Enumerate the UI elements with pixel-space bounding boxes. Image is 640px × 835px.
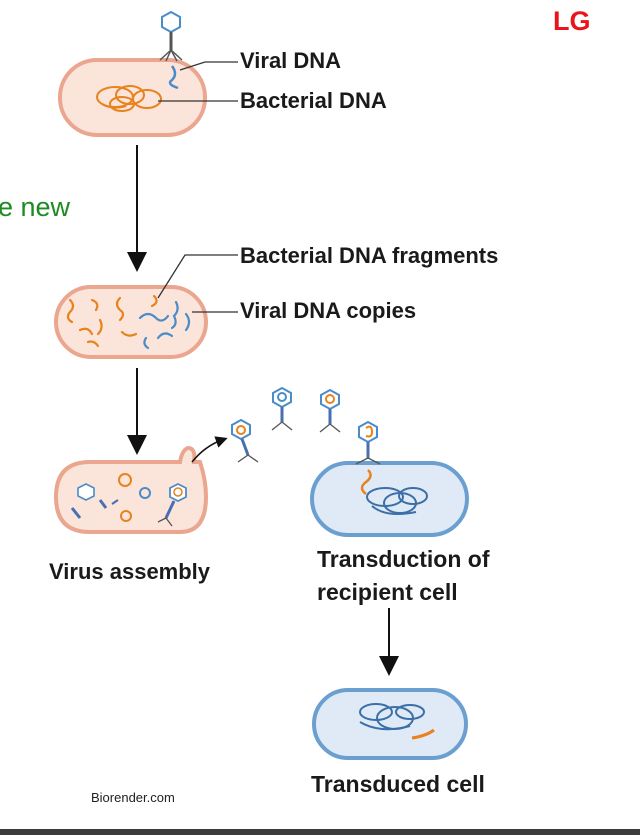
phage-head-empty-icon [77,483,95,501]
recipient-dna-coil [366,487,428,515]
viral-dna-copies [138,300,191,350]
label-transduction-line1: Transduction of [317,546,490,572]
credit-text: Biorender.com [91,790,175,805]
phage-tail-icon [70,507,82,519]
phage-head-orange-icon [118,473,132,487]
donor-cell-fragmented [54,285,208,359]
integrated-donor-segment [411,728,435,740]
phage-attached-icon [159,10,183,62]
injected-viral-dna [168,65,179,90]
leader-fragments [157,254,238,299]
phage-head-blue-icon [139,487,151,499]
assembled-phage-icon [157,482,187,527]
released-phage-3-icon [319,388,341,433]
transduced-cell [312,688,468,760]
leader-viral-dna [179,61,238,71]
label-transduction-line2: recipient cell [317,579,458,605]
released-phage-1-icon [231,418,259,463]
partial-slide-text: e new [0,192,71,222]
bacterial-dna-coil [96,85,162,112]
label-viral-dna: Viral DNA [240,48,342,73]
release-arrow [191,436,228,463]
bacterial-dna-fragments [66,294,158,348]
label-transduced-cell: Transduced cell [311,771,485,797]
label-viral-dna-copies: Viral DNA copies [240,298,417,323]
phage-injecting-icon [355,420,381,465]
transduced-dna-coil [359,703,425,731]
donor-cell-infected [58,58,207,137]
label-virus-assembly: Virus assembly [49,559,211,584]
donor-cell-lysing [53,445,209,534]
bottom-divider [0,829,640,835]
released-phage-2-icon [271,386,293,431]
corner-tag: LG [553,6,591,36]
injected-donor-dna [360,469,372,495]
label-dna-fragments: Bacterial DNA fragments [240,243,499,268]
label-bacterial-dna: Bacterial DNA [240,88,387,113]
recipient-cell [310,461,469,537]
